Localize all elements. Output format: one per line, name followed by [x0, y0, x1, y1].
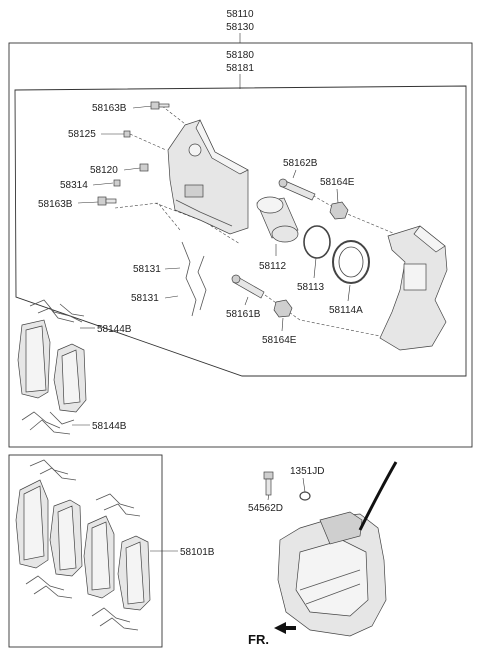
part-number-58130: 58130 — [226, 22, 254, 33]
brake-pad-inner — [17, 319, 51, 399]
leader-58163b-upper — [132, 105, 153, 109]
dash-guide-lower — [264, 294, 381, 337]
brake-pad-outer — [53, 343, 87, 413]
caliper-housing — [167, 119, 249, 235]
leader-1351jd — [302, 477, 306, 493]
pad-clip-set-lower — [21, 411, 75, 435]
guide-pin-58161b — [231, 274, 265, 299]
part-number-58180: 58180 — [226, 50, 254, 61]
leader-58131-a — [164, 267, 181, 270]
caliper-bracket — [379, 225, 448, 351]
plug-58314 — [113, 179, 121, 187]
washer-1351jd — [299, 491, 311, 501]
bleeder-screw-58125 — [123, 130, 131, 138]
part-number-58181: 58181 — [226, 63, 254, 74]
part-number-58114a: 58114A — [329, 305, 363, 316]
seal-58113 — [303, 225, 331, 259]
part-number-58163b-upper: 58163B — [92, 103, 127, 114]
pad-set-clips-bottom — [25, 575, 139, 631]
pad-set-pad-2 — [49, 499, 83, 577]
dash-58125 — [129, 133, 167, 151]
part-number-58144b-a: 58144B — [97, 324, 132, 335]
dash-58163b-upper — [161, 105, 199, 135]
dash-58163b-lower — [114, 202, 181, 231]
leader-58120 — [123, 167, 141, 171]
part-number-54562d: 54562D — [248, 503, 283, 514]
caliper-assembly-frame — [8, 42, 473, 448]
part-number-58144b-b: 58144B — [92, 421, 127, 432]
spring-58131 — [181, 241, 207, 317]
leader-58162b — [292, 169, 297, 179]
leader-58163b-lower — [77, 201, 99, 204]
pad-set-pad-3 — [83, 515, 115, 599]
wheel-hub-indicator — [358, 461, 398, 531]
front-direction-label: FR. — [248, 632, 269, 647]
pad-set-pad-4 — [117, 535, 151, 611]
part-number-58314: 58314 — [60, 180, 88, 191]
part-number-58161b: 58161B — [226, 309, 261, 320]
leader-58164e-upper — [336, 188, 339, 204]
part-number-58162b: 58162B — [283, 158, 318, 169]
bolt-54562d — [263, 471, 274, 496]
leader-58114a — [347, 284, 351, 302]
piston-boot-58114a — [332, 240, 370, 284]
leader-58131-b — [164, 295, 179, 299]
leader-58161b — [244, 296, 249, 306]
pad-set-pad-1 — [15, 479, 49, 569]
bleeder-cap-58120 — [139, 163, 149, 172]
front-arrow-icon — [274, 622, 296, 634]
piston-58112 — [256, 196, 299, 243]
caliper-subassembly-frame — [14, 85, 467, 377]
leader-58314 — [92, 182, 114, 186]
part-number-58164e-upper: 58164E — [320, 177, 355, 188]
part-number-58112: 58112 — [259, 261, 287, 272]
part-number-58131-b: 58131 — [131, 293, 159, 304]
guide-pin-58162b — [278, 178, 316, 201]
installed-caliper-view — [277, 461, 398, 637]
pad-clip-set-upper — [29, 299, 85, 323]
boot-58164e-upper — [329, 201, 349, 220]
bolt-58163b-upper — [150, 101, 170, 110]
part-number-58164e-lower: 58164E — [262, 335, 297, 346]
dash-spring — [154, 202, 241, 245]
part-number-1351jd: 1351JD — [290, 466, 324, 477]
part-number-58120: 58120 — [90, 165, 118, 176]
part-number-58110: 58110 — [226, 9, 254, 20]
pad-set-clips-top — [29, 459, 141, 517]
part-number-58163b-lower: 58163B — [38, 199, 73, 210]
boot-58164e-lower — [273, 299, 293, 318]
leader-58113 — [313, 257, 317, 279]
part-number-58113: 58113 — [297, 282, 325, 293]
part-number-58101b: 58101B — [180, 547, 215, 558]
part-number-58131-a: 58131 — [133, 264, 161, 275]
part-number-58125: 58125 — [68, 129, 96, 140]
leader-58164e-lower — [281, 317, 284, 332]
bolt-58163b-lower — [97, 196, 117, 206]
dash-guide-upper — [299, 187, 401, 237]
